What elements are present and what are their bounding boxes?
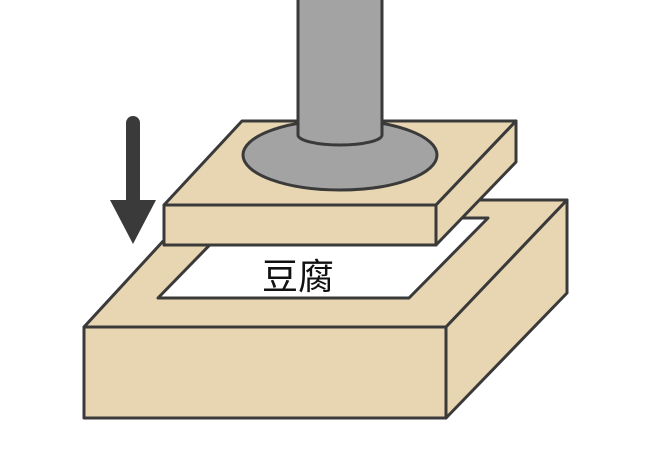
plate-front-face [162, 203, 438, 247]
tofu-label: 豆腐 [261, 257, 334, 298]
press-rod [241, 0, 439, 192]
down-arrow-icon [110, 116, 156, 244]
box-front-face [82, 325, 448, 420]
rod-shaft [296, 0, 384, 147]
